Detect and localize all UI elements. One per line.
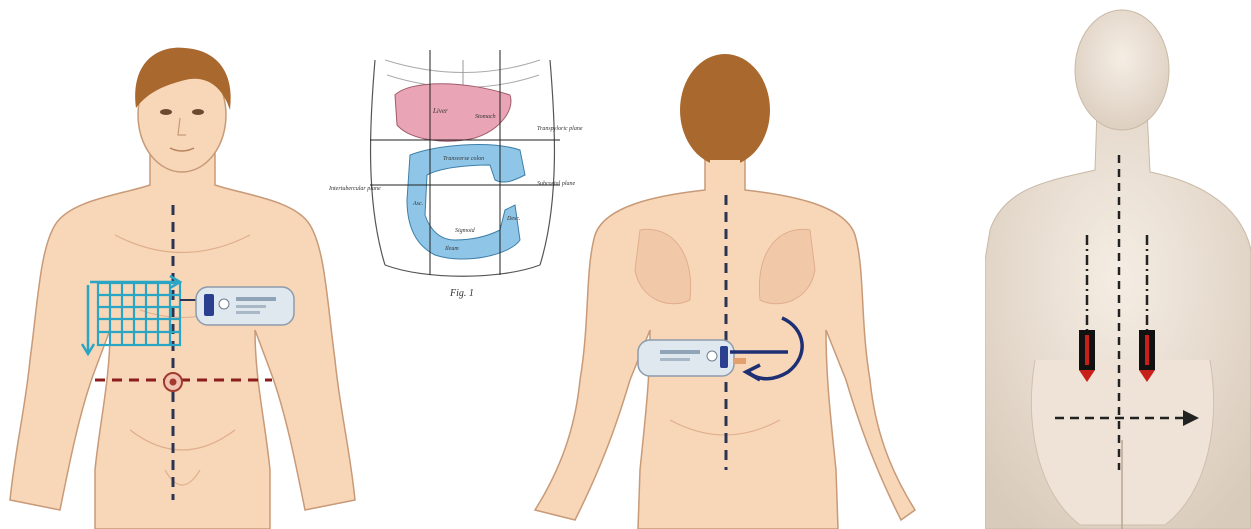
- back-view-panel: [520, 0, 920, 529]
- model-back-illustration: [985, 0, 1251, 529]
- label-sigmoid: Sigmoid: [455, 228, 476, 234]
- model-back-panel: [985, 0, 1251, 529]
- wearable-device-icon: [196, 287, 294, 325]
- label-stomach: Stomach: [475, 114, 496, 120]
- wearable-device-back-icon: [638, 340, 734, 376]
- label-transverse-colon: Transverse colon: [443, 156, 484, 162]
- label-figure: Fig. 1: [449, 288, 474, 299]
- label-ascending: Asc.: [412, 201, 423, 207]
- back-head: [680, 54, 770, 166]
- model-head: [1075, 10, 1169, 130]
- label-descending: Desc.: [506, 216, 521, 222]
- front-body-silhouette: [10, 150, 355, 529]
- label-intertubercular: Intertubercular plane: [328, 186, 381, 192]
- back-view-illustration: [520, 0, 920, 529]
- label-liver: Liver: [432, 107, 448, 115]
- label-ileum: Ileum: [444, 246, 459, 252]
- anatomy-liver: [395, 84, 511, 141]
